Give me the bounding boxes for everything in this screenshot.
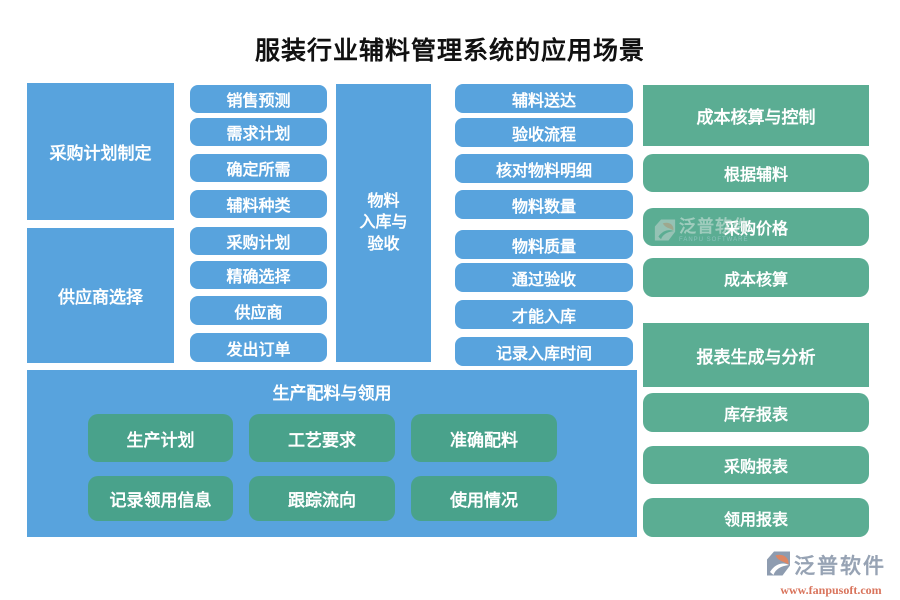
node-procurement-planning: 采购计划制定 xyxy=(27,83,174,220)
node-item: 物料数量 xyxy=(455,190,633,219)
node-item: 精确选择 xyxy=(190,261,327,289)
node-item: 记录领用信息 xyxy=(88,476,233,521)
warehousing-label-line: 物料 xyxy=(367,192,400,210)
node-item: 需求计划 xyxy=(190,118,327,146)
node-item: 使用情况 xyxy=(411,476,557,521)
node-supplier-selection: 供应商选择 xyxy=(27,228,174,363)
node-item: 成本核算 xyxy=(643,258,869,297)
node-item: 工艺要求 xyxy=(249,414,395,462)
node-item: 销售预测 xyxy=(190,85,327,113)
node-item: 辅料送达 xyxy=(455,84,633,113)
node-item: 确定所需 xyxy=(190,154,327,182)
production-header: 生产配料与领用 xyxy=(272,384,392,403)
warehousing-label-line: 验收 xyxy=(367,235,400,253)
node-item: 供应商 xyxy=(190,296,327,325)
node-item: 采购价格 xyxy=(643,208,869,246)
node-item: 采购报表 xyxy=(643,446,869,484)
brand-name: 泛普软件 xyxy=(794,554,886,578)
node-item: 核对物料明细 xyxy=(455,154,633,183)
page-title: 服装行业辅料管理系统的应用场景 xyxy=(254,37,645,65)
node-item: 准确配料 xyxy=(411,414,557,462)
node-item: 生产计划 xyxy=(88,414,233,462)
warehousing-label-line: 入库与 xyxy=(359,214,408,232)
node-item: 辅料种类 xyxy=(190,190,327,218)
node-item: 根据辅料 xyxy=(643,154,869,192)
node-item: 发出订单 xyxy=(190,333,327,362)
node-item: 跟踪流向 xyxy=(249,476,395,521)
branding: 泛普软件 www.fanpusoft.com xyxy=(766,550,896,598)
node-item: 物料质量 xyxy=(455,230,633,259)
node-production-group: 生产配料与领用 生产计划 工艺要求 准确配料 记录领用信息 跟踪流向 使用情况 xyxy=(27,370,637,537)
brand-url: www.fanpusoft.com xyxy=(780,583,882,597)
node-reporting-header: 报表生成与分析 xyxy=(643,323,869,387)
node-warehousing-inspection: 物料 入库与 验收 xyxy=(336,84,431,362)
node-item: 通过验收 xyxy=(455,263,633,292)
node-item: 库存报表 xyxy=(643,393,869,432)
node-item: 记录入库时间 xyxy=(455,337,633,366)
fanpu-logo-icon xyxy=(766,550,791,582)
node-item: 才能入库 xyxy=(455,300,633,329)
node-cost-accounting-header: 成本核算与控制 xyxy=(643,85,869,146)
node-item: 领用报表 xyxy=(643,498,869,537)
node-item: 验收流程 xyxy=(455,118,633,147)
node-item: 采购计划 xyxy=(190,227,327,255)
